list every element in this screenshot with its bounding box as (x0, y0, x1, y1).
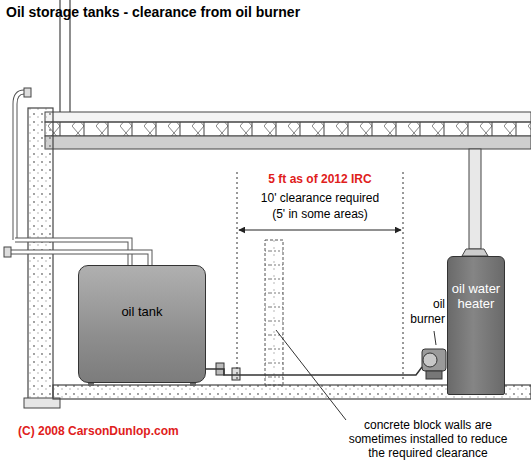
dimension-line (239, 230, 401, 231)
vent-cap (24, 88, 31, 97)
floor-joists (45, 122, 531, 136)
vent-pipe (15, 92, 28, 240)
node-label: oil burner (406, 297, 448, 327)
concrete-block-wall (265, 240, 283, 385)
node-label: oil water heater (448, 281, 504, 311)
flue-pipe (469, 149, 481, 249)
oil-filter (232, 368, 240, 380)
node-label: oil tank (79, 304, 205, 319)
fill-cap (4, 247, 11, 257)
dimension-extension (403, 172, 404, 380)
vent-pipe (15, 92, 28, 240)
dimension-label: 5 ft as of 2012 IRC (237, 172, 403, 186)
fill-pipe (8, 252, 150, 265)
draft-hood (462, 249, 488, 256)
dimension-extension (237, 172, 238, 380)
diagram-title: Oil storage tanks - clearance from oil b… (6, 4, 300, 20)
copyright-note: (C) 2008 CarsonDunlop.com (18, 424, 218, 438)
oil-tank: oil tank (78, 265, 206, 383)
foundation-wall (28, 108, 53, 406)
fill-pipe (8, 252, 150, 265)
leader-line (434, 331, 436, 345)
burner-housing (422, 349, 446, 371)
oil-supply-line (206, 369, 406, 375)
callout-note: concrete block walls are sometimes insta… (348, 418, 508, 460)
dimension-label: (5' in some areas) (237, 207, 403, 221)
burner-base (426, 371, 442, 379)
block-joints (274, 240, 275, 385)
oil-line (406, 367, 422, 375)
subfloor (45, 112, 531, 122)
beam (45, 136, 531, 149)
water-heater: oil water heater (447, 256, 505, 395)
burner-motor (423, 353, 437, 367)
oil-burner: oil burner (406, 297, 448, 383)
dimension-label: 10' clearance required (237, 191, 403, 205)
